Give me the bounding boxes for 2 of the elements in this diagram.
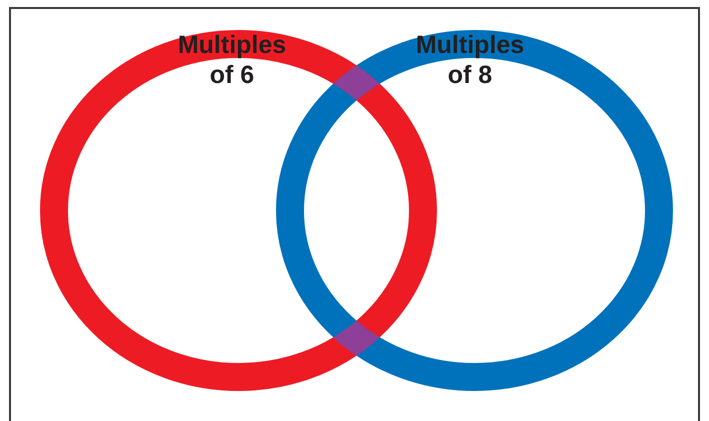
set-label: Multiples of 8 [414, 30, 526, 90]
set-label: Multiples of 6 [176, 30, 288, 90]
